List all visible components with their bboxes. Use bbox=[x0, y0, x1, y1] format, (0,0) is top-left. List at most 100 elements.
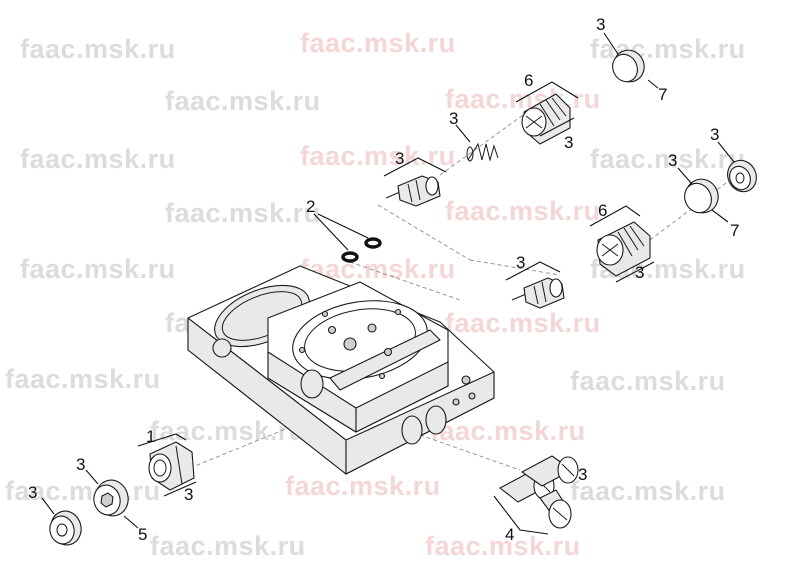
washer-face bbox=[49, 515, 75, 545]
spring-part bbox=[466, 142, 499, 162]
watermark: faac.msk.ru bbox=[445, 308, 601, 338]
spool-rib bbox=[617, 231, 633, 257]
valve-rib bbox=[407, 183, 413, 203]
callout-label: 3 bbox=[564, 133, 573, 152]
valve-end bbox=[549, 278, 563, 298]
callout-label: 3 bbox=[668, 151, 677, 170]
watermark: faac.msk.ru bbox=[5, 476, 161, 506]
assembly-axes bbox=[189, 109, 731, 471]
callout-label: 6 bbox=[598, 201, 607, 220]
callout-label: 7 bbox=[658, 85, 667, 104]
spool-rib bbox=[551, 97, 567, 117]
watermark: faac.msk.ru bbox=[20, 254, 176, 284]
valve-rib bbox=[415, 179, 421, 201]
block-edge bbox=[187, 317, 347, 441]
port bbox=[383, 347, 393, 357]
o-ring bbox=[341, 251, 359, 263]
spool-face bbox=[148, 453, 172, 483]
bolt-hole bbox=[394, 308, 402, 316]
watermark: faac.msk.ru bbox=[165, 198, 321, 228]
callout-label: 4 bbox=[505, 525, 514, 544]
callout-label: 3 bbox=[516, 253, 525, 272]
callouts: 3 7 6 3 3 3 3 3 2 6 7 3 3 1 3 3 3 5 3 4 bbox=[28, 15, 739, 544]
valve-rib bbox=[533, 285, 539, 305]
front-port bbox=[425, 405, 447, 435]
leader bbox=[41, 497, 55, 515]
callout-label: 3 bbox=[596, 15, 605, 34]
leader-lines bbox=[41, 32, 735, 535]
spool-part-1 bbox=[148, 441, 195, 491]
axis-line bbox=[469, 259, 561, 276]
watermark: faac.msk.ru bbox=[445, 84, 601, 114]
valve-end bbox=[425, 176, 439, 196]
axis-line bbox=[189, 414, 321, 469]
bracket bbox=[589, 205, 641, 227]
bracket bbox=[615, 261, 655, 283]
watermark: faac.msk.ru bbox=[20, 34, 176, 64]
spring-end bbox=[466, 146, 474, 162]
callout-label: 3 bbox=[28, 483, 37, 502]
leader bbox=[313, 213, 349, 251]
spool-cross bbox=[525, 115, 543, 129]
washer-hole bbox=[56, 523, 68, 537]
spool-rib bbox=[623, 227, 639, 251]
watermark: faac.msk.ru bbox=[590, 144, 746, 174]
rotor-slot bbox=[329, 329, 441, 391]
leader bbox=[123, 515, 139, 529]
callout-label: 3 bbox=[449, 109, 458, 128]
cap-face bbox=[729, 165, 751, 191]
watermark: faac.msk.ru bbox=[590, 34, 746, 64]
watermark: faac.msk.ru bbox=[425, 531, 581, 561]
bracket bbox=[493, 495, 549, 535]
pad-front bbox=[355, 361, 449, 433]
bolt-hole bbox=[321, 310, 329, 318]
small-hole bbox=[468, 392, 476, 400]
watermark: faac.msk.ru bbox=[300, 141, 456, 171]
cap-face bbox=[612, 53, 638, 83]
front-port bbox=[401, 415, 423, 445]
manifold-body bbox=[187, 265, 495, 475]
leader bbox=[647, 79, 659, 89]
watermark: faac.msk.ru bbox=[300, 28, 456, 58]
spring-coil bbox=[467, 142, 499, 162]
bracket bbox=[383, 157, 447, 177]
spool-part-6-top bbox=[521, 93, 571, 145]
callout-label: 5 bbox=[138, 525, 147, 544]
spool-rib bbox=[175, 445, 183, 485]
watermark: faac.msk.ru bbox=[150, 531, 306, 561]
callout-label: 6 bbox=[524, 71, 533, 90]
cap-part-7-top bbox=[612, 49, 645, 83]
screw-slot bbox=[561, 463, 575, 477]
watermark: faac.msk.ru bbox=[285, 471, 441, 501]
hex-socket bbox=[100, 492, 114, 508]
bolt-hole bbox=[298, 346, 306, 354]
small-cap-right bbox=[727, 159, 757, 193]
watermark: faac.msk.ru bbox=[445, 196, 601, 226]
spool-rib bbox=[539, 103, 555, 127]
leader bbox=[317, 213, 369, 239]
port bbox=[367, 323, 377, 333]
leader bbox=[455, 124, 471, 143]
callout-label: 3 bbox=[395, 149, 404, 168]
bracket bbox=[505, 261, 561, 281]
small-hole bbox=[452, 398, 460, 406]
left-hole bbox=[212, 338, 232, 358]
watermark: faac.msk.ru bbox=[20, 144, 176, 174]
callout-label: 1 bbox=[146, 427, 155, 446]
callout-label: 3 bbox=[184, 485, 193, 504]
valve-part-upper bbox=[385, 175, 441, 207]
valve-stem bbox=[511, 293, 527, 301]
valve-rib bbox=[541, 281, 547, 303]
port bbox=[327, 325, 337, 335]
leader bbox=[717, 141, 735, 163]
spool-cross bbox=[601, 243, 619, 257]
bracket bbox=[515, 81, 579, 103]
bolt-hole bbox=[378, 372, 386, 380]
axis-line bbox=[377, 204, 471, 261]
leader bbox=[711, 209, 729, 223]
axis-line bbox=[649, 179, 731, 241]
cap-face bbox=[684, 182, 712, 214]
watermark: faac.msk.ru bbox=[570, 366, 726, 396]
watermark: faac.msk.ru bbox=[570, 476, 726, 506]
